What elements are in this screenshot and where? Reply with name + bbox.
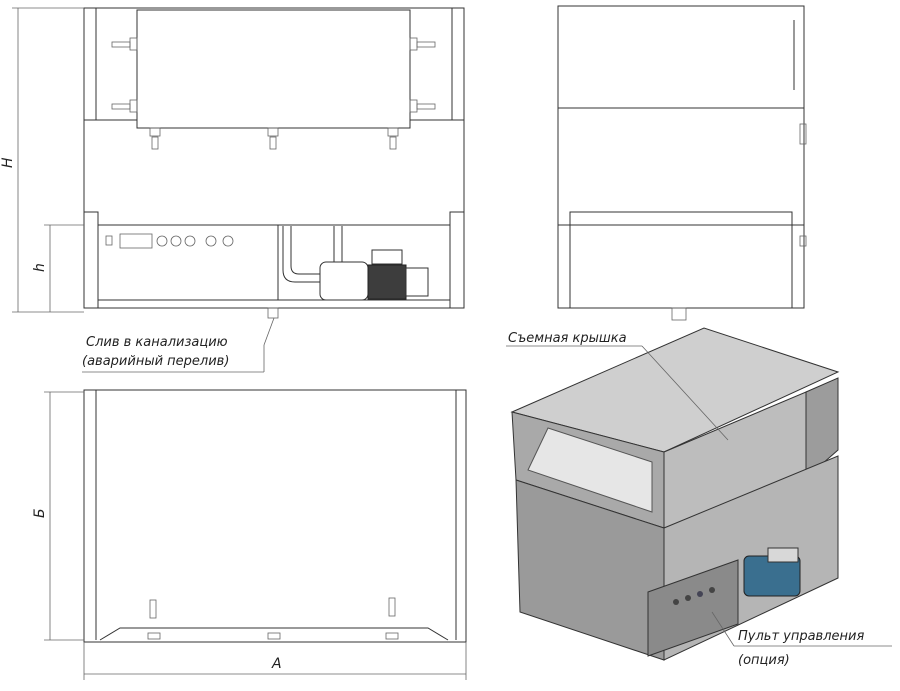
isometric-view (510, 327, 840, 661)
side-view (557, 5, 807, 321)
drain-callout: Слив в канализацию (аварийный перелив) (82, 317, 275, 373)
front-lid (136, 9, 411, 129)
pump-motor-front (319, 261, 369, 301)
lid-callout: Съемная крышка (506, 331, 729, 441)
control-label-line1: Пульт управления (738, 629, 864, 644)
dimension-A: A (83, 642, 467, 680)
control-label-line2: (опция) (738, 653, 790, 668)
dimension-B-label: Б (32, 508, 48, 518)
drain-label-line1: Слив в канализацию (86, 335, 228, 350)
drain-label-line2: (аварийный перелив) (82, 354, 229, 369)
front-view (83, 7, 465, 319)
dimension-H: H (0, 7, 84, 313)
dimension-h: h (32, 224, 84, 312)
drain-outlet (267, 307, 279, 319)
dimension-h-label: h (32, 263, 48, 272)
top-view-frame (83, 389, 467, 643)
lid-label: Съемная крышка (508, 331, 627, 346)
control-callout: Пульт управления (опция) (711, 611, 892, 668)
dimension-B: Б (32, 391, 84, 641)
dimension-H-label: H (0, 157, 16, 168)
control-panel-front (97, 224, 279, 301)
side-lid (557, 5, 805, 109)
iso-control-panel (647, 559, 739, 657)
dimension-A-label: A (271, 656, 282, 672)
display-screen (119, 233, 153, 249)
top-view (83, 389, 467, 643)
